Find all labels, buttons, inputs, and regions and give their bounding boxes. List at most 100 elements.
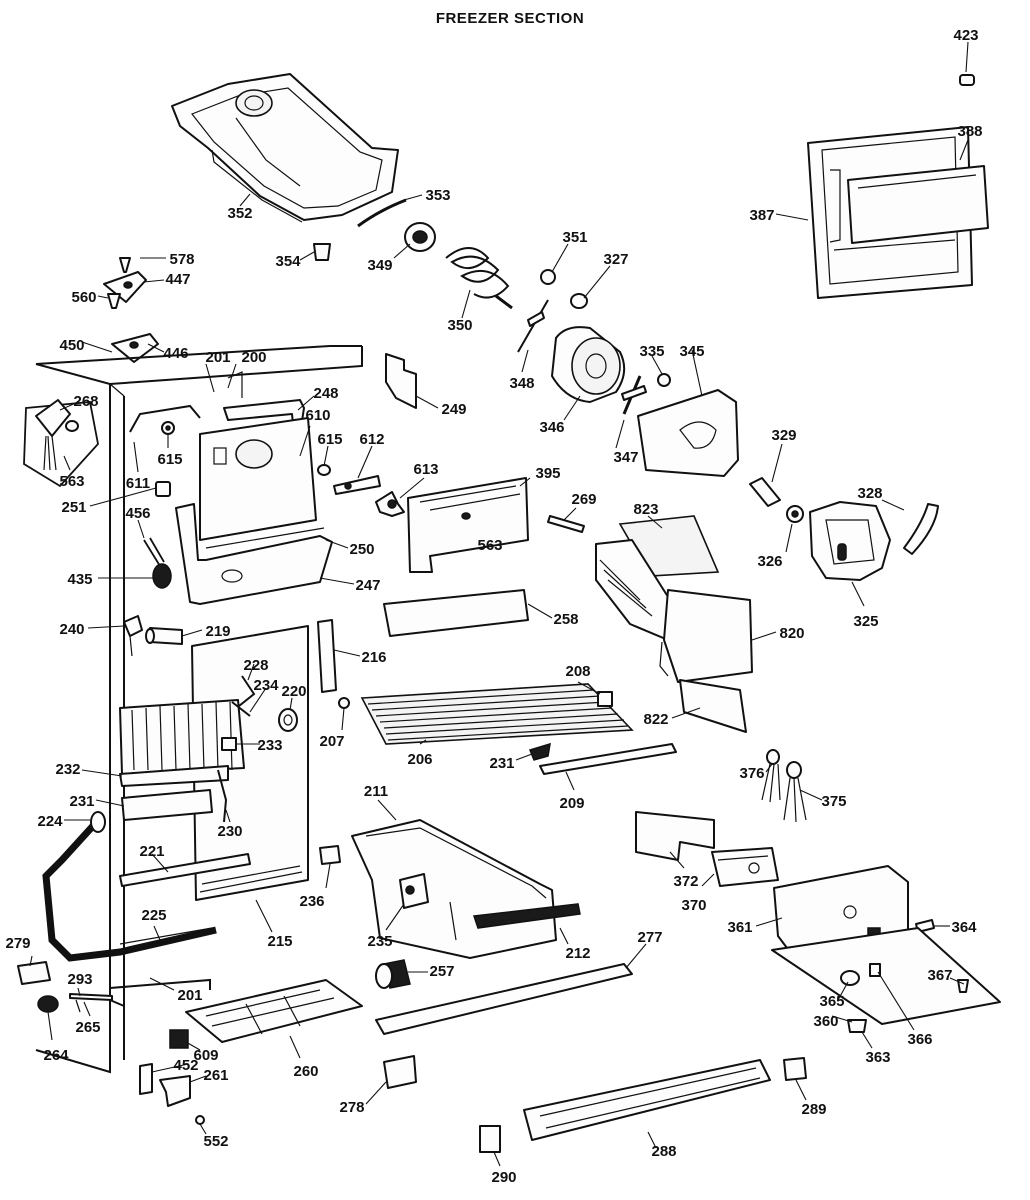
part-609-latch [169, 1029, 189, 1049]
label-231-shelf: 231 [489, 755, 514, 772]
part-278-bracket [383, 1055, 417, 1089]
label-351: 351 [562, 229, 587, 246]
part-289-clip [783, 1057, 807, 1081]
part-260-drain-tray [185, 979, 363, 1043]
part-820-ice-maker [595, 539, 753, 683]
part-388-door-flap [847, 165, 989, 244]
label-224: 224 [37, 813, 63, 830]
part-228-tube [233, 675, 256, 711]
diagram-title: FREEZER SECTION [436, 10, 584, 27]
part-235-latch [399, 873, 429, 909]
part-264-roller [37, 995, 59, 1013]
part-232-trough [119, 765, 229, 787]
label-375: 375 [821, 793, 846, 810]
part-350-auger-spring [445, 247, 513, 310]
label-277: 277 [637, 929, 662, 946]
label-563-plenum: 563 [477, 537, 502, 554]
part-231-drain-pan [121, 789, 213, 821]
label-446: 446 [163, 345, 188, 362]
label-201-bottom: 201 [177, 987, 202, 1004]
part-354-clip [313, 243, 331, 261]
part-327-bearing [570, 293, 588, 309]
label-447: 447 [165, 271, 190, 288]
part-220-grommet [278, 708, 298, 732]
label-820: 820 [779, 625, 804, 642]
part-345-mounting-plate [637, 389, 739, 477]
part-224-drain-tube [42, 811, 217, 962]
label-230: 230 [217, 823, 242, 840]
part-351-nut [540, 269, 556, 285]
label-212: 212 [565, 945, 590, 962]
label-423: 423 [953, 27, 978, 44]
part-335-nut [657, 373, 671, 387]
part-325-auger-motor [809, 501, 891, 581]
label-452: 452 [173, 1057, 198, 1074]
label-613: 613 [413, 461, 438, 478]
label-232: 232 [55, 761, 80, 778]
label-216: 216 [361, 649, 386, 666]
part-219-knob [145, 627, 183, 645]
label-215: 215 [267, 933, 292, 950]
part-353-auger-guard [357, 198, 407, 228]
label-329: 329 [771, 427, 796, 444]
label-279: 279 [5, 935, 30, 952]
part-329-tube [749, 477, 781, 507]
part-365-grommet [840, 970, 860, 986]
label-250: 250 [349, 541, 374, 558]
part-208-clip [597, 691, 613, 707]
part-258-louver [383, 589, 529, 637]
label-347: 347 [613, 449, 638, 466]
label-353: 353 [425, 187, 450, 204]
part-363-clip [847, 1019, 867, 1033]
label-349: 349 [367, 257, 392, 274]
part-360-base-plate [771, 927, 1001, 1025]
label-290: 290 [491, 1169, 516, 1186]
part-349-bushing [404, 222, 436, 252]
label-365: 365 [819, 993, 844, 1010]
label-450: 450 [59, 337, 84, 354]
part-288-grille [523, 1059, 771, 1141]
label-367: 367 [927, 967, 952, 984]
label-563-inset: 563 [59, 473, 84, 490]
label-326: 326 [757, 553, 782, 570]
label-609: 609 [193, 1047, 218, 1064]
part-352-ice-bucket [171, 73, 399, 223]
label-265: 265 [75, 1019, 100, 1036]
label-247: 247 [355, 577, 380, 594]
part-250-evaporator-cover [175, 417, 333, 605]
label-610: 610 [305, 407, 330, 424]
part-452-bracket [139, 1063, 153, 1095]
label-257: 257 [429, 963, 454, 980]
part-370-timer [711, 847, 779, 887]
label-395: 395 [535, 465, 560, 482]
label-387: 387 [749, 207, 774, 224]
label-240: 240 [59, 621, 84, 638]
leader-lines [29, 41, 969, 1167]
part-293-rod [69, 993, 113, 1001]
label-376: 376 [739, 765, 764, 782]
label-611: 611 [126, 475, 150, 492]
label-366: 366 [907, 1031, 932, 1048]
label-435: 435 [67, 571, 92, 588]
part-233-clamp [221, 737, 237, 751]
part-234-fitting [231, 701, 251, 717]
part-269-rod [547, 515, 585, 533]
part-346-motor [551, 326, 626, 403]
label-235: 235 [367, 933, 392, 950]
part-612-bracket [333, 475, 381, 495]
label-221: 221 [139, 843, 164, 860]
part-552-screw [195, 1115, 205, 1125]
label-278: 278 [339, 1099, 364, 1116]
label-364: 364 [951, 919, 977, 936]
part-225-tube-section [119, 927, 213, 945]
label-370: 370 [681, 897, 706, 914]
label-251: 251 [61, 499, 86, 516]
label-615-b: 615 [317, 431, 342, 448]
part-395-plenum [407, 477, 529, 573]
label-231-pan: 231 [69, 793, 94, 810]
part-249-bracket [385, 353, 417, 409]
label-388: 388 [957, 123, 982, 140]
label-208: 208 [565, 663, 590, 680]
label-260: 260 [293, 1063, 318, 1080]
part-221-rail [119, 853, 251, 887]
